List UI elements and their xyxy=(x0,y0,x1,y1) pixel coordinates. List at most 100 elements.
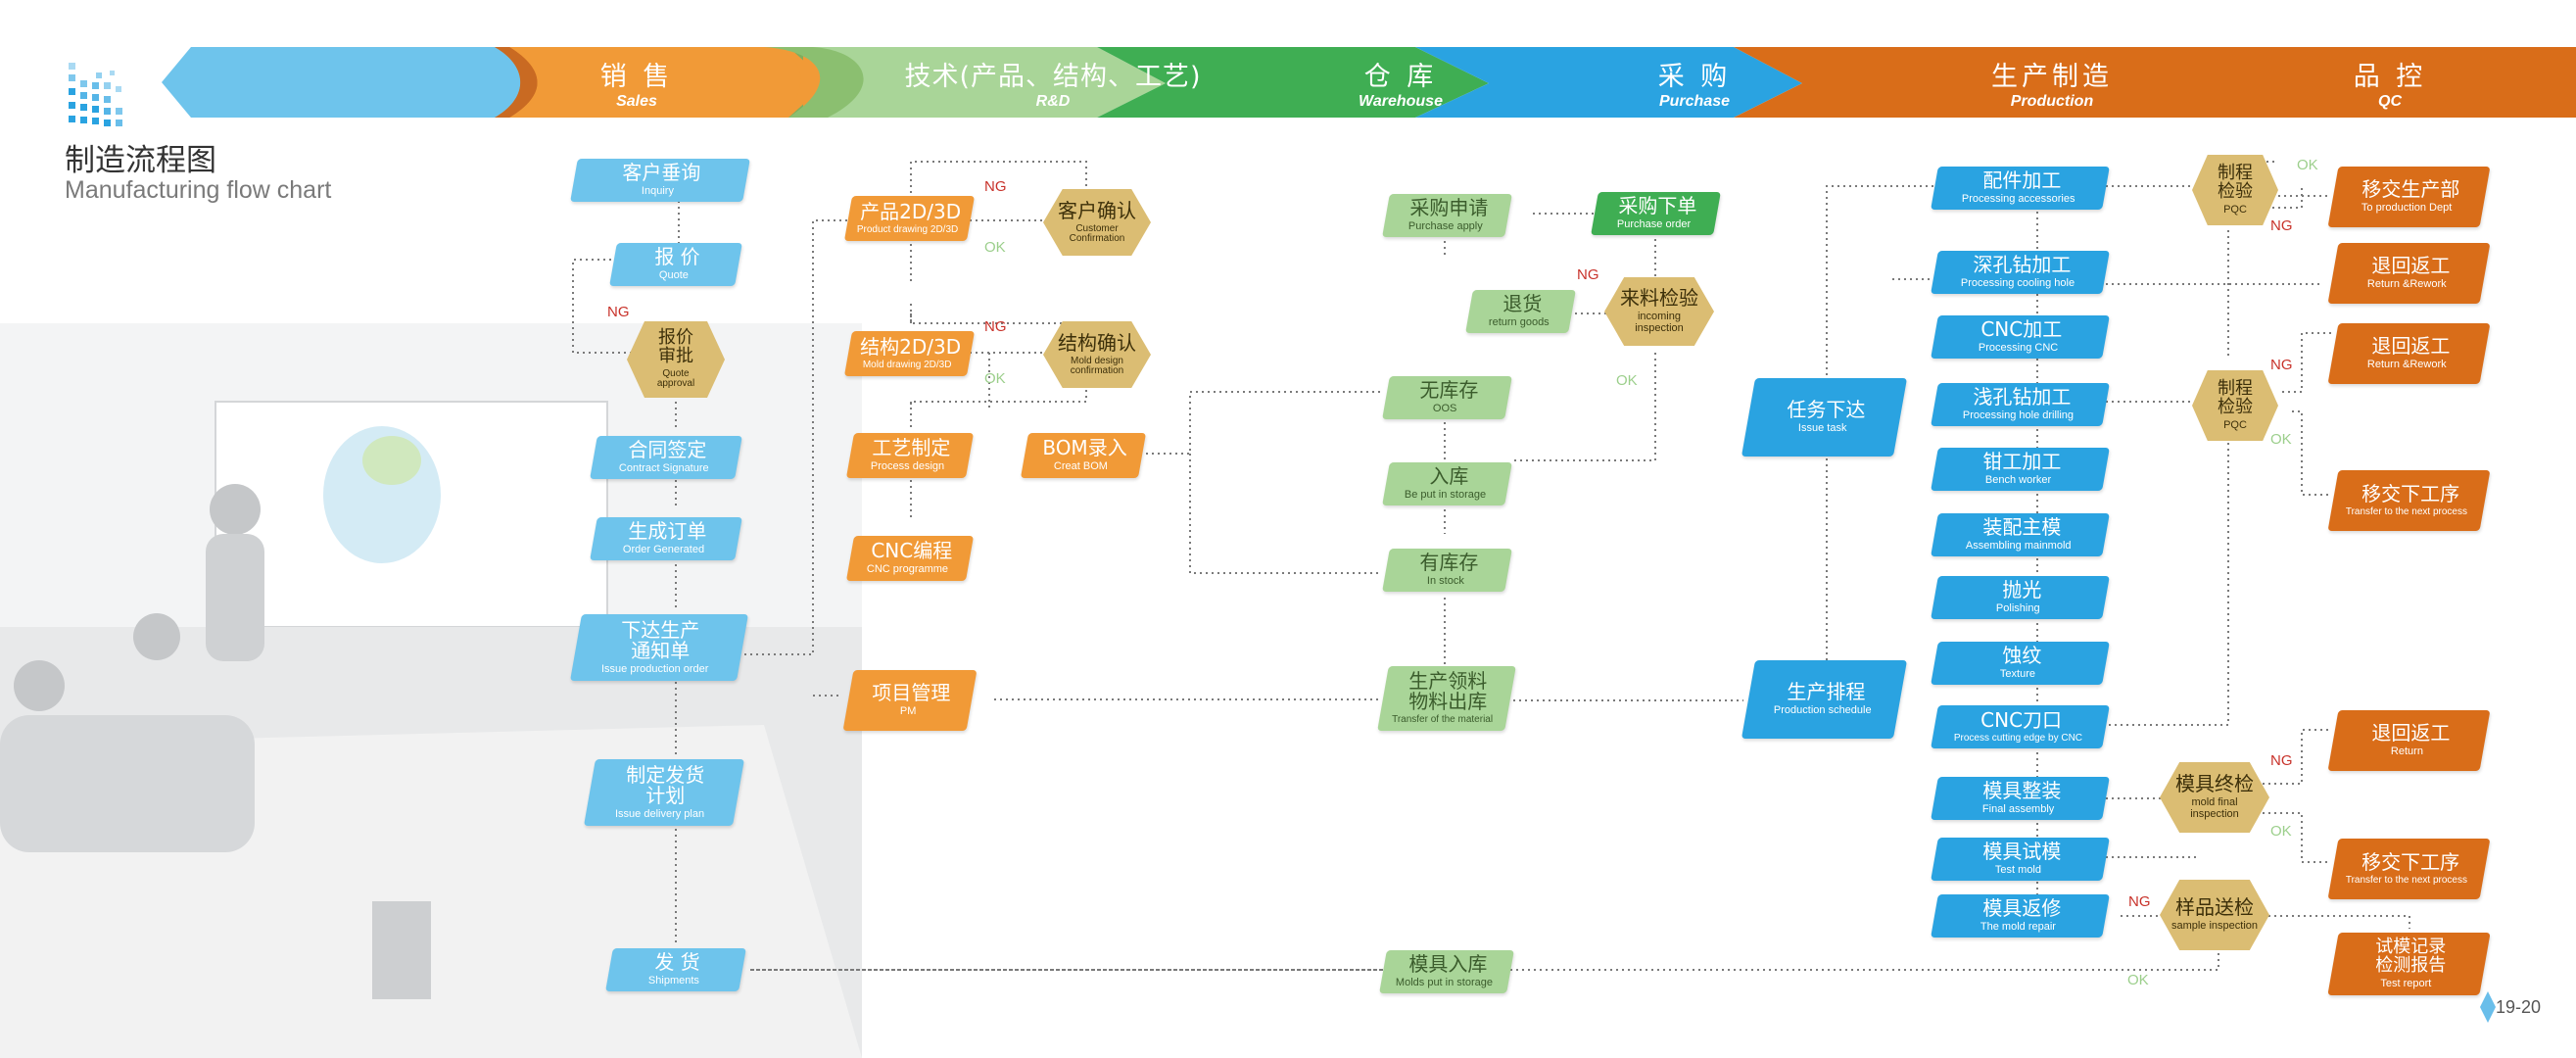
node-issue-task-zh: 任务下达 xyxy=(1786,398,1865,422)
node-bench: 钳工加工 Bench worker xyxy=(1931,448,2110,491)
node-pm-en: PM xyxy=(899,705,917,718)
node-mold-repair: 模具返修 The mold repair xyxy=(1931,894,2110,938)
node-transfer-material-en: Transfer of the material xyxy=(1392,714,1494,726)
node-final-insp: 模具终检 mold final inspection xyxy=(2160,762,2269,833)
node-quote-approval-en: Quote approval xyxy=(656,367,695,390)
node-polishing-en: Polishing xyxy=(1996,602,2040,615)
node-next-process2-en: Transfer to the next process xyxy=(2346,874,2468,886)
node-inquiry-zh: 客户垂询 xyxy=(622,161,701,185)
node-issue-order: 下达生产 通知单 Issue production order xyxy=(570,614,748,681)
department-rd-en: R&D xyxy=(1035,92,1071,110)
node-bench-en: Bench worker xyxy=(1984,474,2052,487)
ok-label-mold: OK xyxy=(984,370,1006,387)
node-cooling-hole-en: Processing cooling hole xyxy=(1961,277,2075,290)
node-mold-drawing: 结构2D/3D Mold drawing 2D/3D xyxy=(843,331,976,376)
node-proc-cnc-en: Processing CNC xyxy=(1978,342,2059,355)
node-rework2-en: Return &Rework xyxy=(2367,359,2447,371)
node-test-report-zh: 试模记录 检测报告 xyxy=(2374,936,2446,976)
node-mold-confirm-zh: 结构确认 xyxy=(1058,330,1136,355)
node-product-drawing: 产品2D/3D Product drawing 2D/3D xyxy=(843,196,976,241)
ng-label-incoming: NG xyxy=(1577,266,1599,283)
node-bench-zh: 钳工加工 xyxy=(1981,450,2061,474)
node-pqc2: 制程 检验 PQC xyxy=(2192,370,2278,441)
node-put-storage-en: Be put in storage xyxy=(1404,489,1486,502)
page-number: 19-20 xyxy=(2496,997,2542,1017)
node-cnc-prog-zh: CNC编程 xyxy=(870,539,952,563)
node-pqc1: 制程 检验 PQC xyxy=(2192,155,2278,225)
node-proc-accessories: 配件加工 Processing accessories xyxy=(1931,167,2110,210)
node-contract-en: Contract Signature xyxy=(619,462,709,475)
department-purchase-zh: 采 购 xyxy=(1657,61,1732,92)
node-molds-storage-en: Molds put in storage xyxy=(1396,977,1494,989)
node-mold-drawing-en: Mold drawing 2D/3D xyxy=(863,359,952,370)
department-purchase-en: Purchase xyxy=(1658,92,1731,110)
node-return-goods: 退货 return goods xyxy=(1465,290,1576,333)
node-oos: 无库存 OOS xyxy=(1382,376,1512,419)
node-bom-zh: BOM录入 xyxy=(1042,436,1127,460)
node-pm-zh: 项目管理 xyxy=(872,681,951,705)
node-proc-accessories-en: Processing accessories xyxy=(1961,193,2075,206)
node-test-mold-zh: 模具试模 xyxy=(1981,840,2061,864)
node-pqc1-zh: 制程 检验 xyxy=(2218,162,2253,202)
ok-label-customer: OK xyxy=(984,239,1006,256)
node-process-design-en: Process design xyxy=(871,460,945,473)
node-texture: 蚀纹 Texture xyxy=(1931,642,2110,685)
node-order: 生成订单 Order Generated xyxy=(590,517,742,560)
node-cnc-prog: CNC编程 CNC programme xyxy=(845,536,975,581)
node-purchase-order: 采购下单 Purchase order xyxy=(1591,192,1721,235)
node-rework3-en: Return xyxy=(2390,745,2423,758)
department-rd-tab: 技术(产品、结构、工艺) R&D xyxy=(842,47,1264,118)
node-final-assembly: 模具整装 Final assembly xyxy=(1931,777,2110,820)
node-issue-task-en: Issue task xyxy=(1797,422,1847,435)
node-put-storage: 入库 Be put in storage xyxy=(1382,462,1512,505)
ok-label-incoming: OK xyxy=(1616,372,1638,389)
node-mold-confirm-en: Mold design confirmation xyxy=(1070,355,1124,376)
node-final-insp-zh: 模具终检 xyxy=(2175,772,2254,796)
node-next-process1-en: Transfer to the next process xyxy=(2346,505,2468,517)
department-qc-tab: 品 控 QC xyxy=(2272,47,2507,118)
node-customer-confirm-zh: 客户确认 xyxy=(1058,198,1136,222)
node-purchase-apply-zh: 采购申请 xyxy=(1408,196,1488,220)
page-corner-icon xyxy=(2480,991,2496,1023)
node-molds-storage-zh: 模具入库 xyxy=(1408,952,1488,977)
node-issue-order-zh: 下达生产 通知单 xyxy=(621,617,700,662)
node-put-storage-zh: 入库 xyxy=(1428,464,1468,489)
node-inquiry: 客户垂询 Inquiry xyxy=(570,159,750,202)
node-texture-en: Texture xyxy=(2000,668,2036,681)
node-contract-zh: 合同签定 xyxy=(628,438,707,462)
node-rework2-zh: 退回返工 xyxy=(2370,334,2450,359)
node-process-design: 工艺制定 Process design xyxy=(845,433,975,478)
sales-ribbon xyxy=(162,47,801,118)
node-pqc2-en: PQC xyxy=(2223,418,2247,431)
node-quote-approval: 报价 审批 Quote approval xyxy=(627,321,725,398)
node-proc-accessories-zh: 配件加工 xyxy=(1981,168,2061,193)
page-title: 制造流程图 xyxy=(65,143,216,178)
node-mold-confirm: 结构确认 Mold design confirmation xyxy=(1043,321,1151,388)
node-product-drawing-en: Product drawing 2D/3D xyxy=(856,223,959,235)
node-prod-schedule: 生产排程 Production schedule xyxy=(1741,660,1908,739)
node-cooling-hole-zh: 深孔钻加工 xyxy=(1972,253,2071,277)
node-sample-insp: 样品送检 sample inspection xyxy=(2160,880,2269,950)
node-product-drawing-zh: 产品2D/3D xyxy=(860,199,962,223)
node-cnc-prog-en: CNC programme xyxy=(867,563,949,576)
node-customer-confirm-en: Customer Confirmation xyxy=(1069,222,1125,244)
node-molds-storage: 模具入库 Molds put in storage xyxy=(1379,950,1514,993)
node-issue-order-en: Issue production order xyxy=(601,662,709,675)
node-prod-schedule-en: Production schedule xyxy=(1773,704,1872,717)
node-test-mold: 模具试模 Test mold xyxy=(1931,838,2110,881)
node-sample-insp-zh: 样品送检 xyxy=(2175,895,2254,920)
node-mold-drawing-zh: 结构2D/3D xyxy=(860,334,962,359)
node-bom: BOM录入 Creat BOM xyxy=(1020,433,1147,478)
node-rework2: 退回返工 Return &Rework xyxy=(2327,323,2491,384)
node-oos-zh: 无库存 xyxy=(1418,378,1478,403)
company-logo-icon xyxy=(69,63,122,126)
department-warehouse-en: Warehouse xyxy=(1359,92,1443,110)
department-sales-tab: 销 售 Sales xyxy=(529,47,744,118)
node-rework3-zh: 退回返工 xyxy=(2370,721,2450,745)
ok-label-final: OK xyxy=(2270,823,2292,840)
node-polishing-zh: 抛光 xyxy=(2001,578,2041,602)
department-rd-zh: 技术(产品、结构、工艺) xyxy=(904,61,1202,92)
node-quote-approval-zh: 报价 审批 xyxy=(658,327,693,366)
node-in-stock-zh: 有库存 xyxy=(1418,551,1478,575)
node-hole-drilling-zh: 浅孔钻加工 xyxy=(1972,385,2071,409)
